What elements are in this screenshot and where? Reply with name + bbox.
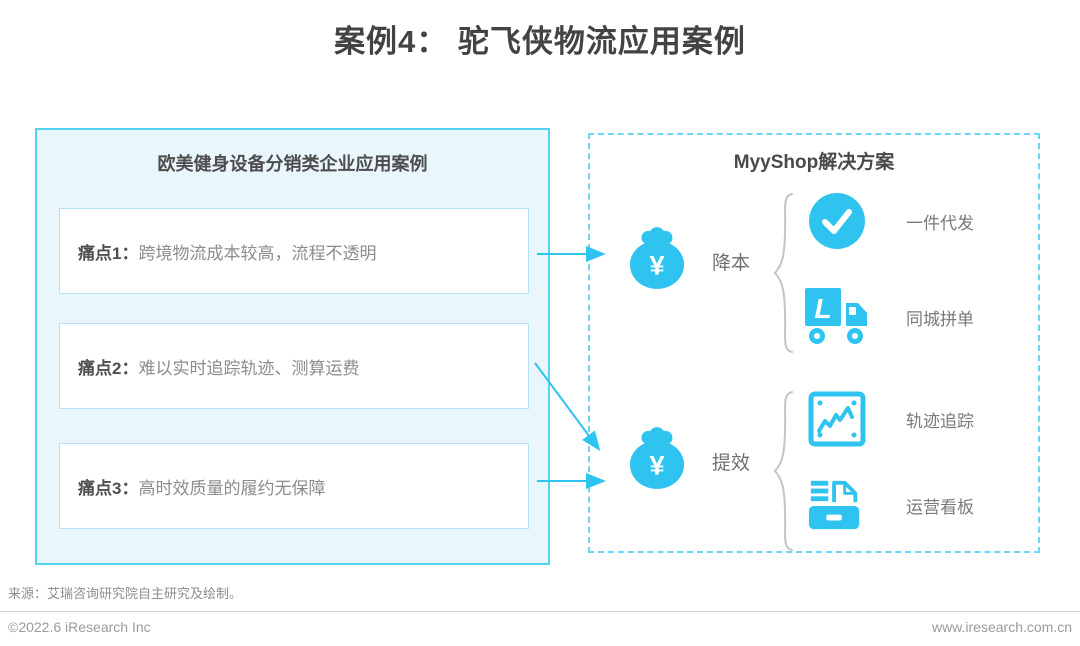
pain-point-3-box: 痛点3：高时效质量的履约无保障: [59, 443, 529, 529]
svg-text:L: L: [814, 293, 831, 324]
svg-text:¥: ¥: [649, 450, 664, 480]
brace-icon: [770, 192, 796, 354]
line-chart-icon: [807, 390, 867, 448]
svg-text:¥: ¥: [649, 250, 664, 280]
money-bag-icon: ¥: [628, 425, 686, 491]
brace-icon: [770, 390, 796, 552]
footer-website: www.iresearch.com.cn: [931, 619, 1072, 635]
footer-divider: [0, 611, 1080, 612]
page-title: 案例4： 驼飞侠物流应用案例: [334, 24, 746, 59]
solutions-panel: MyyShop解决方案 ¥ 降本 一件代发 L 同城拼单: [588, 133, 1040, 553]
pain-point-2-label: 痛点2：: [78, 358, 139, 378]
pain-point-1-box: 痛点1：跨境物流成本较高，流程不透明: [59, 208, 529, 294]
truck-icon: L: [804, 287, 870, 345]
solutions-panel-title: MyyShop解决方案: [733, 152, 895, 173]
goal-label-cost: 降本: [712, 253, 751, 274]
money-bag-icon: ¥: [628, 225, 686, 291]
solution-item-label: 运营看板: [906, 498, 974, 517]
pain-point-3-label: 痛点3：: [78, 478, 139, 498]
pain-points-panel-title: 欧美健身设备分销类企业应用案例: [157, 154, 428, 174]
solution-item-label: 一件代发: [906, 214, 974, 233]
pain-point-2-text: 难以实时追踪轨迹、测算运费: [138, 358, 360, 378]
footer-copyright: ©2022.6 iResearch Inc: [8, 619, 151, 635]
printer-icon: [807, 476, 865, 534]
solution-item-label: 轨迹追踪: [906, 412, 974, 431]
pain-point-1-text: 跨境物流成本较高，流程不透明: [138, 243, 377, 263]
goal-label-efficiency: 提效: [712, 453, 751, 474]
pain-point-3-text: 高时效质量的履约无保障: [138, 478, 326, 498]
solution-item-label: 同城拼单: [906, 310, 974, 329]
pain-point-1-label: 痛点1：: [78, 243, 139, 263]
pain-points-panel: 欧美健身设备分销类企业应用案例 痛点1：跨境物流成本较高，流程不透明 痛点2：难…: [35, 128, 550, 565]
pain-point-2-box: 痛点2：难以实时追踪轨迹、测算运费: [59, 323, 529, 409]
source-note: 来源：艾瑞咨询研究院自主研究及绘制。: [8, 586, 243, 601]
checkmark-icon: [809, 193, 865, 249]
